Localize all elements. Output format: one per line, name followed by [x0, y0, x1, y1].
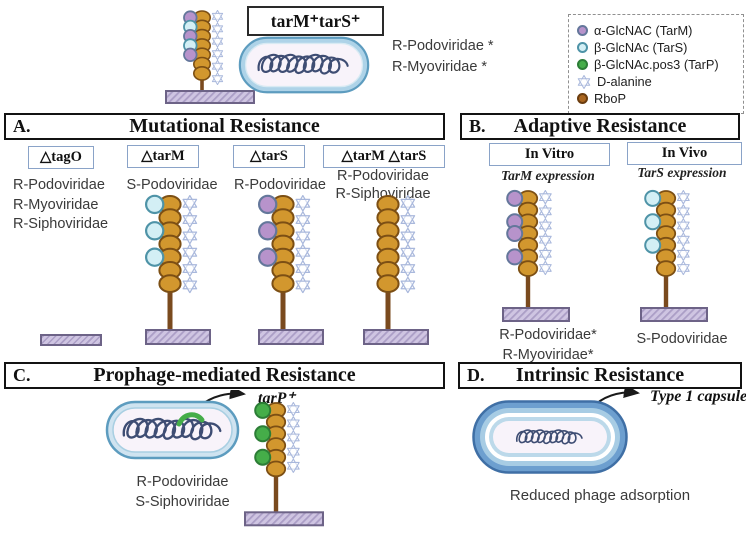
mutant-label: △tagO [40, 149, 82, 165]
phenotype-line: S-Siphoviridae [135, 493, 230, 510]
condition-box-in-vivo: In Vivo [627, 142, 742, 165]
phenotype-line: R-Myoviridae [13, 196, 99, 213]
prophage-phenotypes: R-Podoviridae S-Siphoviridae [115, 473, 250, 512]
legend-label: β-GlcNAc (TarS) [594, 40, 688, 55]
genotype-label: tarM⁺tarS⁺ [270, 10, 361, 31]
wta-tarM-mutant [130, 193, 226, 351]
legend-label: α-GlcNAC (TarM) [594, 23, 693, 38]
wildtype-phenotypes: R-Podoviridae * R-Myoviridae * [392, 36, 494, 78]
legend-item: β-GlcNAc.pos3 (TarP) [577, 56, 736, 73]
phenotype-line: R-Podoviridae [234, 177, 326, 193]
legend: α-GlcNAC (TarM) β-GlcNAc (TarS) β-GlcNAc… [568, 14, 744, 114]
green-circle-icon [577, 59, 588, 70]
panel-b-header: B. Adaptive Resistance [460, 113, 740, 140]
capsule-annotation: Type 1 capsule [650, 388, 746, 405]
bacterium-encapsulated [472, 400, 628, 474]
tarP-gene-label: tarP⁺ [258, 390, 295, 407]
phenotype-line: R-Siphoviridae [13, 216, 109, 232]
panel-c-title: Prophage-mediated Resistance [93, 364, 356, 386]
membrane-tagO [40, 334, 102, 346]
legend-item: RboP [577, 90, 736, 107]
panel-d-letter: D. [467, 365, 485, 385]
legend-item: D-alanine [577, 73, 736, 90]
panel-b-letter: B. [469, 116, 486, 136]
tagO-phenotypes: R-Podoviridae R-Myoviridae R-Siphovirida… [13, 176, 108, 235]
phenotype-line: R-Podoviridae [13, 177, 105, 193]
phenotype-line: S-Podoviridae [126, 177, 218, 193]
legend-item: β-GlcNAc (TarS) [577, 39, 736, 56]
in-vivo-phenotypes: S-Podoviridae [612, 330, 746, 350]
mutant-box-tagO: △tagO [28, 146, 94, 169]
panel-a-letter: A. [13, 116, 31, 136]
phenotype-line: R-Podoviridae [136, 474, 229, 490]
legend-item: α-GlcNAC (TarM) [577, 22, 736, 39]
tarM-phenotypes: S-Podoviridae [112, 176, 232, 196]
mutant-box-tarM-tarS: △tarM △tarS [323, 145, 445, 168]
brown-circle-icon [577, 93, 588, 104]
wta-in-vivo [630, 188, 718, 328]
bacterium-prophage [105, 400, 240, 460]
condition-label: In Vivo [661, 145, 708, 161]
mutant-label: △tarS [250, 148, 288, 164]
wta-wildtype [163, 8, 257, 110]
mutant-box-tarM: △tarM [127, 145, 199, 168]
legend-label: D-alanine [597, 74, 652, 89]
phenotype-line: R-Podoviridae * [392, 38, 494, 54]
bacterium-wildtype [238, 36, 370, 94]
purple-circle-icon [577, 25, 588, 36]
phenotype-line: R-Myoviridae* [502, 346, 594, 363]
panel-a-title: Mutational Resistance [129, 115, 320, 137]
in-vivo-expression: TarS expression [637, 165, 727, 180]
panel-d-caption: Reduced phage adsorption [509, 487, 691, 504]
wta-tarP [240, 400, 328, 533]
panel-c-header: C. Prophage-mediated Resistance [4, 362, 445, 389]
cyan-circle-icon [577, 42, 588, 53]
in-vitro-expression: TarM expression [501, 168, 595, 183]
tarS-phenotypes: R-Podoviridae [220, 176, 340, 196]
panel-d-title: Intrinsic Resistance [515, 364, 685, 386]
mutant-label: △tarM △tarS [341, 148, 427, 164]
prophage-segment-icon [176, 412, 205, 427]
phenotype-line: R-Podoviridae* [499, 327, 597, 343]
phenotype-line: R-Podoviridae [337, 168, 429, 184]
phenotype-line: R-Myoviridae * [392, 59, 488, 75]
mutant-box-tarS: △tarS [233, 145, 305, 168]
wta-in-vitro [492, 188, 580, 328]
mutant-label: △tarM [141, 148, 185, 164]
condition-label: In Vitro [524, 146, 575, 162]
star-icon [577, 74, 591, 89]
wta-tarS-mutant [243, 193, 339, 351]
wta-double-mutant [348, 193, 444, 351]
panel-a-header: A. Mutational Resistance [4, 113, 445, 140]
genotype-box: tarM⁺tarS⁺ [247, 6, 384, 36]
legend-label: RboP [594, 91, 627, 106]
phenotype-line: S-Podoviridae [636, 331, 728, 347]
condition-box-in-vitro: In Vitro [489, 143, 610, 166]
panel-c-letter: C. [13, 365, 31, 385]
legend-label: β-GlcNAc.pos3 (TarP) [594, 57, 719, 72]
panel-b-title: Adaptive Resistance [513, 115, 687, 137]
panel-d-header: D. Intrinsic Resistance [458, 362, 742, 389]
in-vitro-phenotypes: R-Podoviridae* R-Myoviridae* [478, 326, 618, 365]
